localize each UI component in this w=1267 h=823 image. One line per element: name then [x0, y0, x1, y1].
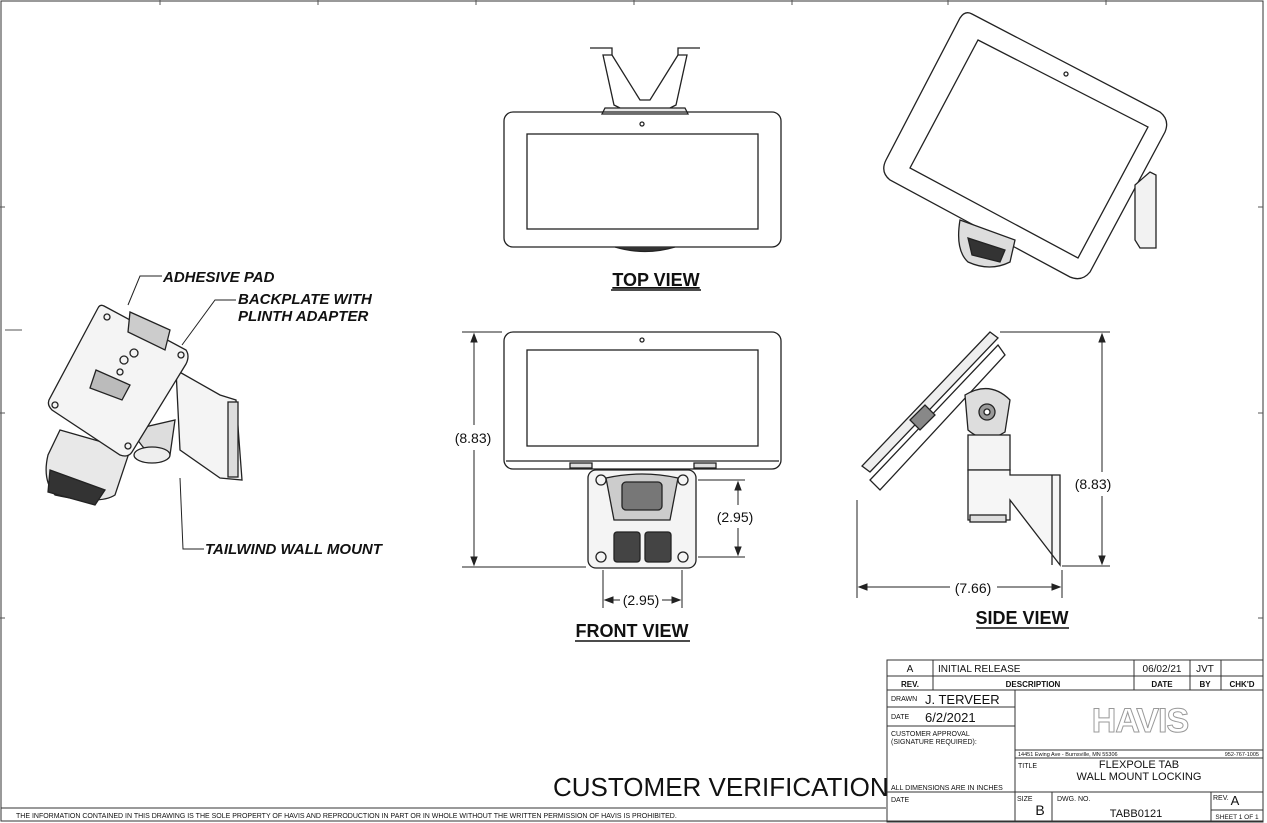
date-value: 6/2/2021 — [925, 710, 976, 725]
side-depth-dim: (7.66) — [955, 580, 992, 596]
title-line-1: FLEXPOLE TAB — [1099, 759, 1179, 771]
date-header: DATE — [1151, 680, 1173, 689]
callout-leaders — [127, 275, 236, 550]
front-dimensions — [462, 331, 745, 608]
havis-logo: HAVIS — [1092, 702, 1189, 740]
description-header: DESCRIPTION — [1006, 680, 1061, 689]
rev-by-cell: JVT — [1196, 664, 1214, 675]
phone-text: 952-767-1005 — [1225, 752, 1259, 758]
dimensions-note: ALL DIMENSIONS ARE IN INCHES — [891, 785, 1003, 792]
callout-wall-mount: TAILWIND WALL MOUNT — [205, 541, 384, 558]
rev-value: A — [1231, 793, 1240, 808]
dwg-no-label: DWG. NO. — [1057, 796, 1090, 803]
front-view-label: FRONT VIEW — [576, 621, 689, 641]
size-label: SIZE — [1017, 796, 1033, 803]
front-view-drawing — [503, 331, 782, 569]
date-label: DATE — [891, 714, 909, 721]
customer-verification-label: CUSTOMER VERIFICATION — [553, 772, 889, 802]
rev-date-cell: 06/02/21 — [1143, 664, 1182, 675]
address-text: 14451 Ewing Ave - Burnsville, MN 55306 — [1018, 752, 1118, 758]
footer-notice: THE INFORMATION CONTAINED IN THIS DRAWIN… — [16, 813, 677, 820]
callout-backplate-line2: PLINTH ADAPTER — [238, 308, 368, 325]
approval-label-2: (SIGNATURE REQUIRED): — [891, 739, 977, 746]
isometric-view-drawing — [883, 12, 1168, 280]
side-height-dim: (8.83) — [1075, 476, 1112, 492]
title-label: TITLE — [1018, 763, 1037, 770]
rev-label: REV. — [1213, 795, 1229, 802]
rev-header: REV. — [901, 680, 919, 689]
dwg-no-value: TABB0121 — [1110, 808, 1162, 820]
by-header: BY — [1199, 680, 1211, 689]
front-mount-height-dim: (2.95) — [717, 509, 754, 525]
title-line-2: WALL MOUNT LOCKING — [1077, 771, 1202, 783]
title-block — [886, 689, 1264, 823]
date2-label: DATE — [891, 797, 909, 804]
callout-backplate-line1: BACKPLATE WITH — [238, 291, 373, 308]
side-dimensions — [856, 331, 1110, 598]
mount-isometric-drawing — [45, 304, 243, 506]
front-mount-width-dim: (2.95) — [623, 592, 660, 608]
top-view-label: TOP VIEW — [612, 270, 699, 290]
side-view-label: SIDE VIEW — [975, 608, 1068, 628]
zone-ticks — [0, 0, 1263, 619]
side-view-drawing — [861, 331, 1061, 567]
drawn-label: DRAWN — [891, 696, 917, 703]
size-value: B — [1035, 802, 1044, 818]
rev-description-cell: INITIAL RELEASE — [938, 664, 1021, 675]
rev-cell: A — [907, 664, 914, 675]
sheet-text: SHEET 1 OF 1 — [1215, 814, 1259, 821]
drawn-value: J. TERVEER — [925, 692, 1000, 707]
chkd-header: CHK'D — [1229, 680, 1254, 689]
callout-adhesive-pad: ADHESIVE PAD — [162, 269, 275, 286]
approval-label: CUSTOMER APPROVAL — [891, 731, 970, 738]
front-height-dim: (8.83) — [455, 430, 492, 446]
top-view-drawing — [503, 47, 782, 253]
